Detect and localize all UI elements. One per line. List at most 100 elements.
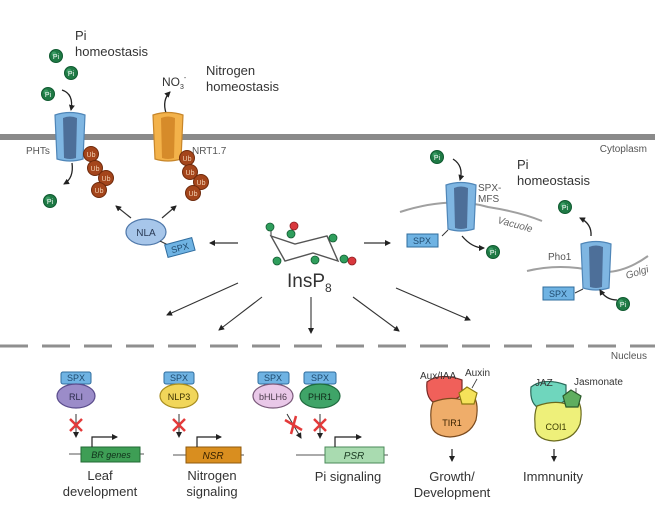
nucleus-label: Nucleus — [611, 351, 647, 362]
nla-spx-domain: SPX — [164, 237, 196, 259]
svg-text:Pi: Pi — [434, 155, 441, 162]
pi-ion-icon: Pi — [558, 200, 572, 214]
spx-mfs-linker — [441, 229, 449, 237]
pho1-spx-domain: SPX — [542, 286, 575, 301]
svg-text:Ub: Ub — [91, 166, 100, 173]
rli-protein — [56, 383, 96, 409]
br-promoter-arrow — [91, 434, 118, 447]
bhlh6-label: bHLH6 — [259, 392, 287, 402]
vacuole-label: Vacuole — [496, 215, 534, 235]
nsr-promoter-arrow — [196, 434, 222, 447]
pi-influx-arrow — [61, 89, 75, 111]
growth-development-line2: Development — [414, 485, 491, 500]
svg-text:Ub: Ub — [102, 176, 111, 183]
pi-golgi-influx-arrow — [599, 289, 618, 301]
insp8-to-coi1-arrow — [395, 287, 471, 321]
spx-mfs-transporter — [445, 181, 477, 232]
pht-label: PHTs — [26, 146, 50, 157]
pi-ion-icon: Pi — [43, 194, 57, 208]
nitrate-efflux-arrow — [164, 91, 171, 114]
insp8-label: InsP8 — [287, 271, 332, 295]
jasmonate-molecule — [562, 389, 582, 408]
spx-mfs-label-line1: SPX- — [478, 183, 501, 194]
nla-to-pht-arrow — [115, 205, 132, 219]
svg-text:Ub: Ub — [189, 191, 198, 198]
svg-text:SPX: SPX — [67, 373, 85, 383]
pi-homeostasis-right-title-line1: Pi — [517, 157, 529, 172]
pi-ion-icon: Pi — [49, 49, 63, 63]
tir1-label: TIR1 — [442, 418, 462, 428]
pi-efflux-arrow — [63, 162, 73, 185]
pho1-linker — [574, 288, 584, 294]
pi-vacuole-efflux-arrow — [461, 235, 485, 251]
insp8-to-nlp3-arrow — [218, 296, 263, 331]
inhibition-x-icon — [313, 418, 327, 432]
coi1-label: COI1 — [545, 422, 566, 432]
insp8-molecule — [265, 221, 357, 266]
psr-promoter-arrow — [334, 434, 362, 447]
svg-text:Ub: Ub — [197, 180, 206, 187]
pi-ion-icon: Pi — [486, 245, 500, 259]
jaz-label: JAZ — [535, 378, 553, 389]
inhibition-x-icon — [284, 415, 303, 435]
nrt17-transporter — [152, 111, 184, 162]
auxin-label: Auxin — [465, 368, 490, 379]
pht-transporter — [54, 111, 86, 162]
pi-homeostasis-right-title-line2: homeostasis — [517, 173, 590, 188]
rli-label: RLI — [69, 392, 83, 402]
svg-text:Pi: Pi — [47, 199, 54, 206]
spx-mfs-label-line2: MFS — [478, 194, 499, 205]
insp8-to-tir1-arrow — [352, 296, 400, 332]
nsr-box — [185, 446, 242, 464]
phr1-protein — [299, 383, 341, 409]
auxin-molecule — [458, 386, 478, 405]
nlp3-protein — [159, 383, 199, 409]
nitrate-label: NO3- — [162, 75, 187, 91]
svg-text:SPX: SPX — [170, 373, 188, 383]
nlp3-spx-domain: SPX — [163, 371, 195, 385]
pi-ion-icon: Pi — [616, 297, 630, 311]
pi-homeostasis-title-line2: homeostasis — [75, 44, 148, 59]
svg-text:SPX: SPX — [413, 236, 431, 246]
svg-text:Pi: Pi — [45, 92, 52, 99]
svg-text:Pi: Pi — [490, 250, 497, 257]
bhlh6-spx-domain: SPX — [257, 371, 290, 385]
pi-ion-icon: Pi — [430, 150, 444, 164]
ubiquitin-chain-nrt: Ub Ub Ub Ub — [179, 150, 209, 201]
ubiquitin-chain-pht: Ub Ub Ub Ub — [83, 146, 114, 198]
pi-vacuole-influx-arrow — [452, 158, 465, 181]
inhibition-x-icon — [172, 418, 186, 432]
growth-development-line1: Growth/ — [429, 469, 475, 484]
pi-signaling-label: Pi signaling — [315, 469, 382, 484]
psr-label: PSR — [344, 451, 365, 462]
svg-text:SPX: SPX — [264, 373, 282, 383]
svg-text:Ub: Ub — [95, 188, 104, 195]
pho1-transporter — [580, 240, 612, 291]
svg-text:SPX: SPX — [549, 289, 567, 299]
nitrogen-signaling-line1: Nitrogen — [187, 468, 236, 483]
bhlh6-protein — [252, 383, 294, 409]
pi-homeostasis-title-line1: Pi — [75, 28, 87, 43]
nitrogen-homeostasis-title-line1: Nitrogen — [206, 63, 255, 78]
pi-golgi-efflux-arrow — [579, 217, 592, 237]
nsr-label: NSR — [202, 451, 223, 462]
insp8-to-rli-arrow — [166, 282, 239, 316]
nla-to-nrt-arrow — [161, 205, 177, 219]
nlp3-label: NLP3 — [168, 392, 191, 402]
svg-text:Pi: Pi — [562, 205, 569, 212]
nla-label: NLA — [136, 228, 156, 239]
psr-box — [324, 446, 385, 464]
leaf-development-line2: development — [63, 484, 138, 499]
pho1-label: Pho1 — [548, 252, 572, 263]
spx-mfs-spx-domain: SPX — [406, 233, 439, 248]
plasma-membrane — [0, 134, 655, 140]
leaf-development-line1: Leaf — [87, 468, 113, 483]
jasmonate-label: Jasmonate — [574, 377, 623, 388]
svg-text:Ub: Ub — [183, 156, 192, 163]
svg-text:Ub: Ub — [186, 170, 195, 177]
svg-text:Pi: Pi — [620, 302, 627, 309]
svg-text:Pi: Pi — [53, 54, 60, 61]
pi-ion-icon: Pi — [64, 66, 78, 80]
cytoplasm-label: Cytoplasm — [600, 144, 647, 155]
